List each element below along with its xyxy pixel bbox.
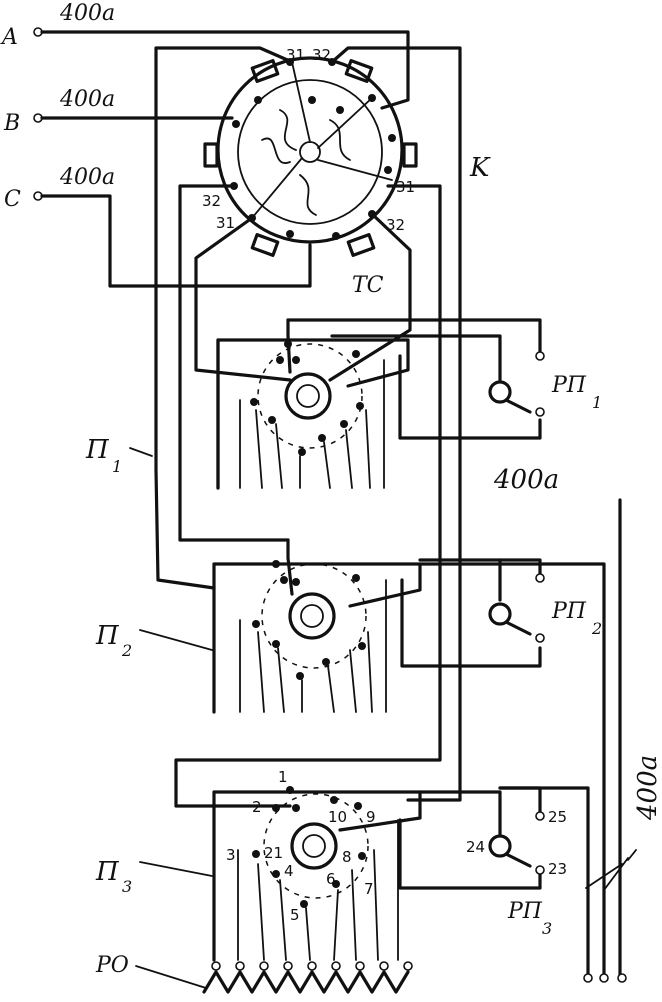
- relay-1: [286, 318, 545, 417]
- phase-c-line: [33, 191, 312, 288]
- relay-2-label: РП: [551, 599, 587, 624]
- switch-1-label: П: [85, 435, 110, 465]
- relay-current-label: 400a: [493, 465, 559, 495]
- wire-k-label: K: [469, 153, 491, 183]
- switch-3-sub: 3: [122, 877, 132, 896]
- phase-c-label: C: [4, 187, 21, 212]
- switch-3-label: П: [95, 857, 120, 887]
- relay-2: [418, 558, 606, 977]
- switch-2-label: П: [95, 621, 120, 651]
- phase-b-current: 400a: [59, 87, 115, 112]
- load-label: РО: [95, 953, 129, 978]
- switch-2-sub: 2: [121, 641, 132, 660]
- selector-switch-3: [212, 786, 542, 962]
- tap-32-left: 32: [202, 192, 221, 210]
- tap-lead-wires: [154, 46, 462, 808]
- contact-21: 21: [264, 844, 283, 862]
- relay-3-sub: 3: [542, 919, 552, 938]
- contact-10: 10: [328, 808, 347, 826]
- selector-switch-2: [212, 538, 542, 714]
- contact-3: 3: [226, 846, 236, 864]
- output-current-label: 400a: [633, 755, 662, 821]
- contact-6: 6: [326, 870, 336, 888]
- contact-1: 1: [278, 768, 288, 786]
- relay-3: [418, 786, 590, 977]
- contact-5: 5: [290, 906, 300, 924]
- phase-a-current: 400a: [59, 1, 115, 26]
- tap-32-right: 32: [386, 216, 405, 234]
- relay-2-sub: 2: [591, 619, 602, 638]
- transformer-label: TC: [352, 273, 384, 298]
- contact-2: 2: [252, 798, 262, 816]
- relay-1-label: РП: [551, 373, 587, 398]
- phase-b-label: B: [3, 111, 20, 136]
- contact-8: 8: [342, 848, 352, 866]
- phase-a-line: [33, 27, 410, 110]
- switch-1-sub: 1: [112, 457, 122, 476]
- tap-changer: [203, 56, 418, 257]
- contact-9: 9: [366, 808, 376, 826]
- relay-3-term-24: 24: [466, 838, 485, 856]
- relay-3-label: РП: [507, 899, 543, 924]
- tap-32-top: 32: [312, 46, 331, 64]
- relay-1-sub: 1: [592, 393, 602, 412]
- tap-31-top: 31: [286, 46, 305, 64]
- phase-b-line: [33, 113, 234, 123]
- relay-3-term-25: 25: [548, 808, 567, 826]
- phase-c-current: 400a: [59, 165, 115, 190]
- regulating-winding: [202, 961, 413, 994]
- selector-switch-1: [216, 318, 542, 490]
- contact-7: 7: [364, 880, 374, 898]
- relay-3-term-23: 23: [548, 860, 567, 878]
- phase-a-label: A: [0, 25, 18, 50]
- tap-31-left: 31: [216, 214, 235, 232]
- contact-4: 4: [284, 862, 294, 880]
- output-lines: [583, 498, 637, 983]
